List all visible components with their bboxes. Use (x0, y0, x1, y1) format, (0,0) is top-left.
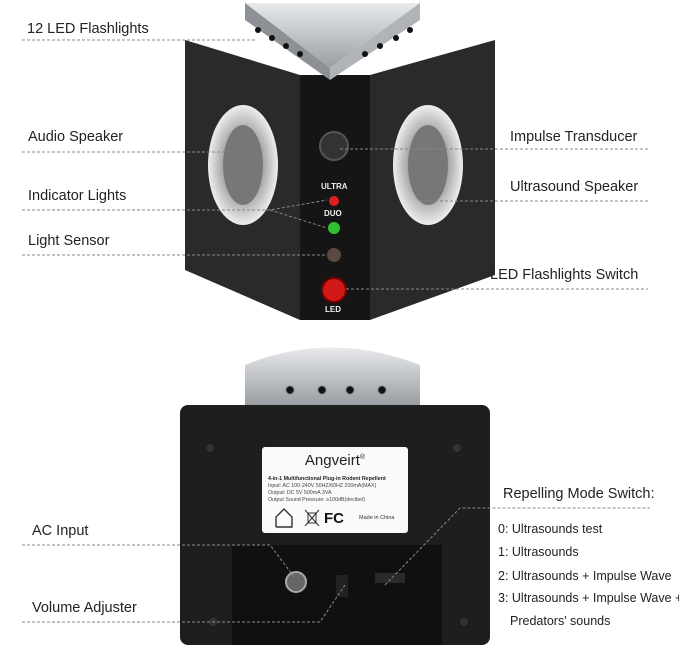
leader-lines (22, 39, 650, 623)
top-device (185, 3, 495, 320)
led-switch-button (321, 277, 347, 303)
label-ultrasound-speaker: Ultrasound Speaker (510, 179, 639, 195)
label-volume-adjuster: Volume Adjuster (32, 600, 137, 616)
light-sensor-icon (327, 248, 341, 262)
compliance-icons (275, 508, 320, 528)
impulse-transducer-icon (319, 131, 349, 161)
label-indicator-lights: Indicator Lights (28, 188, 127, 204)
pressure-spec: Output Sound Pressure: ≥100dB(decibel) (268, 497, 365, 503)
label-audio-speaker: Audio Speaker (28, 129, 124, 145)
ultra-mark: ULTRA (321, 182, 348, 191)
label-led-switch: LED Flashlights Switch (490, 267, 639, 283)
brand-text: Angveirt (304, 452, 360, 469)
product-name: 4-in-1 Multifunctional Plug-in Rodent Re… (268, 476, 386, 482)
mode-item: 2: Ultrasounds + Impulse Wave (498, 569, 672, 583)
mode-item: Predators' sounds (510, 614, 611, 628)
duo-mark: DUO (324, 209, 342, 218)
label-mode-switch: Repelling Mode Switch: (503, 486, 655, 502)
ultra-led-icon (329, 196, 339, 206)
volume-knob (336, 575, 348, 597)
led-flashlight-cap (245, 3, 420, 68)
ac-input-port (285, 571, 307, 593)
label-impulse-transducer: Impulse Transducer (510, 129, 638, 145)
label-light-sensor: Light Sensor (28, 233, 110, 249)
brand-name: Angveirt® (262, 452, 408, 469)
weee-bin-icon (304, 509, 320, 527)
label-ac-input: AC Input (32, 523, 89, 539)
registered-mark: ® (359, 454, 366, 461)
input-spec: Input: AC 100-240V 50HZ/60HZ 200mA(MAX) (268, 483, 377, 489)
label-led-flashlights: 12 LED Flashlights (27, 21, 149, 37)
mode-item: 1: Ultrasounds (498, 545, 579, 559)
output-spec: Output: DC 5V 500mA 3VA (268, 490, 332, 496)
made-in: Made in China (359, 515, 395, 521)
led-mark: LED (325, 305, 341, 314)
mode-item: 3: Ultrasounds + Impulse Wave + (498, 591, 679, 605)
duo-led-icon (328, 222, 340, 234)
product-label-sticker: Angveirt® 4-in-1 Multifunctional Plug-in… (262, 447, 408, 533)
fcc-logo: FC (324, 510, 344, 527)
house-icon (275, 508, 293, 528)
mode-switch (375, 573, 405, 583)
mode-item: 0: Ultrasounds test (498, 522, 603, 536)
